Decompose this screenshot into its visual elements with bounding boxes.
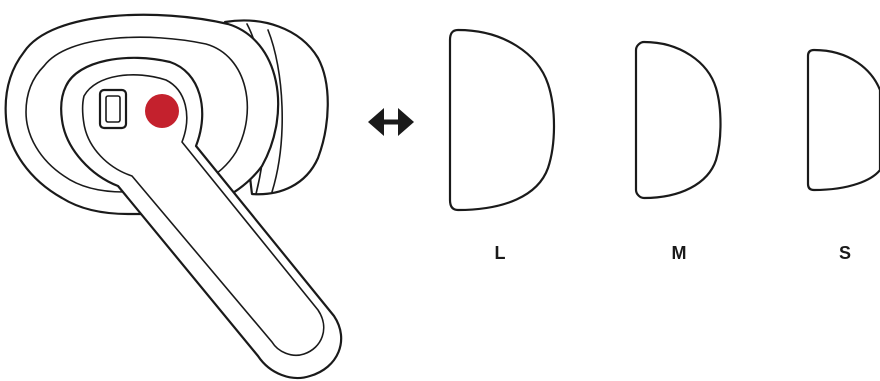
ear-tip-small — [806, 48, 880, 192]
double-headed-arrow-icon — [368, 108, 414, 136]
size-label-s: S — [838, 243, 851, 263]
size-label-m: M — [671, 243, 687, 263]
earbud-illustration — [4, 13, 343, 380]
earbud-stem — [60, 56, 343, 380]
ear-tip-medium — [634, 40, 722, 200]
ear-tip-large — [448, 28, 556, 212]
red-button-dot — [145, 94, 179, 128]
size-label-l: L — [494, 243, 506, 263]
